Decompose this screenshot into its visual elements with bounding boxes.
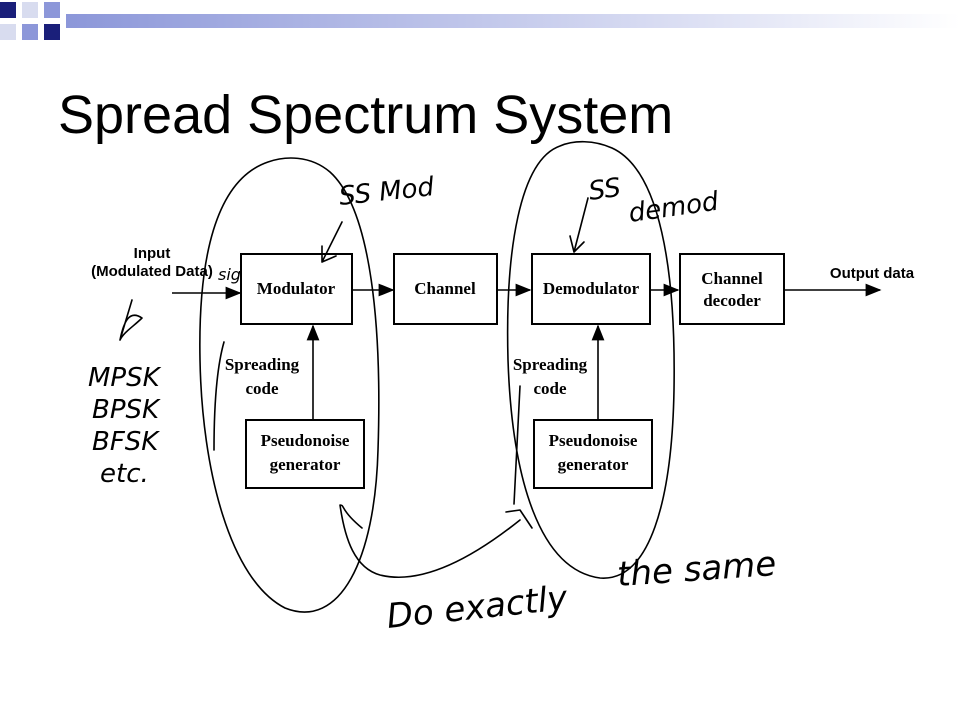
header-decoration: [0, 0, 960, 50]
ss-mod-annotation: SS Mod: [338, 172, 436, 212]
pn-generator-left-label-2: generator: [270, 455, 341, 474]
slide-title: Spread Spectrum System: [58, 85, 674, 145]
pn-generator-left-label-1: Pseudonoise: [261, 431, 350, 450]
right-ink-ellipse: [506, 140, 675, 579]
spreading-code-left-label-2: code: [245, 379, 279, 398]
channel-decoder-block: Channel decoder: [679, 253, 785, 325]
the-same-annotation: the same: [616, 544, 778, 595]
output-label: Output data: [830, 265, 915, 282]
channel-block: Channel: [393, 253, 498, 325]
sig-annotation: sig: [218, 265, 241, 284]
left-ink-stroke: [213, 341, 225, 451]
do-exactly-annotation: Do exactly: [385, 578, 570, 637]
spreading-code-right-label-1: Spreading: [513, 355, 588, 374]
demodulator-block: Demodulator: [531, 253, 651, 325]
left-ink-ellipse: [199, 157, 380, 613]
ss-mod-arrow: [321, 221, 343, 263]
connecting-ink-curve: [339, 504, 533, 579]
right-ink-stroke: [513, 385, 521, 505]
spreading-code-right-label-2: code: [533, 379, 567, 398]
input-label-sub: (Modulated Data): [91, 263, 213, 280]
pn-generator-left-block: Pseudonoise generator: [245, 419, 365, 489]
pn-generator-right-label-2: generator: [558, 455, 629, 474]
modulator-block: Modulator: [240, 253, 353, 325]
ss-demod-annotation-1: SS: [587, 173, 623, 207]
header-square: [0, 2, 16, 18]
mod-list-item-4: etc.: [100, 459, 149, 489]
mod-list-item-2: BPSK: [92, 395, 161, 425]
channel-decoder-label-1: Channel: [701, 269, 763, 288]
ss-demod-arrow: [569, 197, 589, 253]
mod-list-item-1: MPSK: [88, 363, 162, 393]
modulator-label: Modulator: [257, 279, 336, 298]
input-label: Input: [134, 245, 171, 262]
mod-list-item-3: BFSK: [92, 427, 160, 457]
ss-demod-annotation-2: demod: [627, 187, 721, 229]
demodulator-label: Demodulator: [543, 279, 640, 298]
channel-decoder-label-2: decoder: [703, 291, 761, 310]
pn-generator-right-label-1: Pseudonoise: [549, 431, 638, 450]
channel-label: Channel: [414, 279, 476, 298]
spreading-code-left-label-1: Spreading: [225, 355, 300, 374]
header-gradient-bar: [66, 14, 960, 28]
pn-generator-right-block: Pseudonoise generator: [533, 419, 653, 489]
input-ink-mark: [119, 299, 143, 341]
